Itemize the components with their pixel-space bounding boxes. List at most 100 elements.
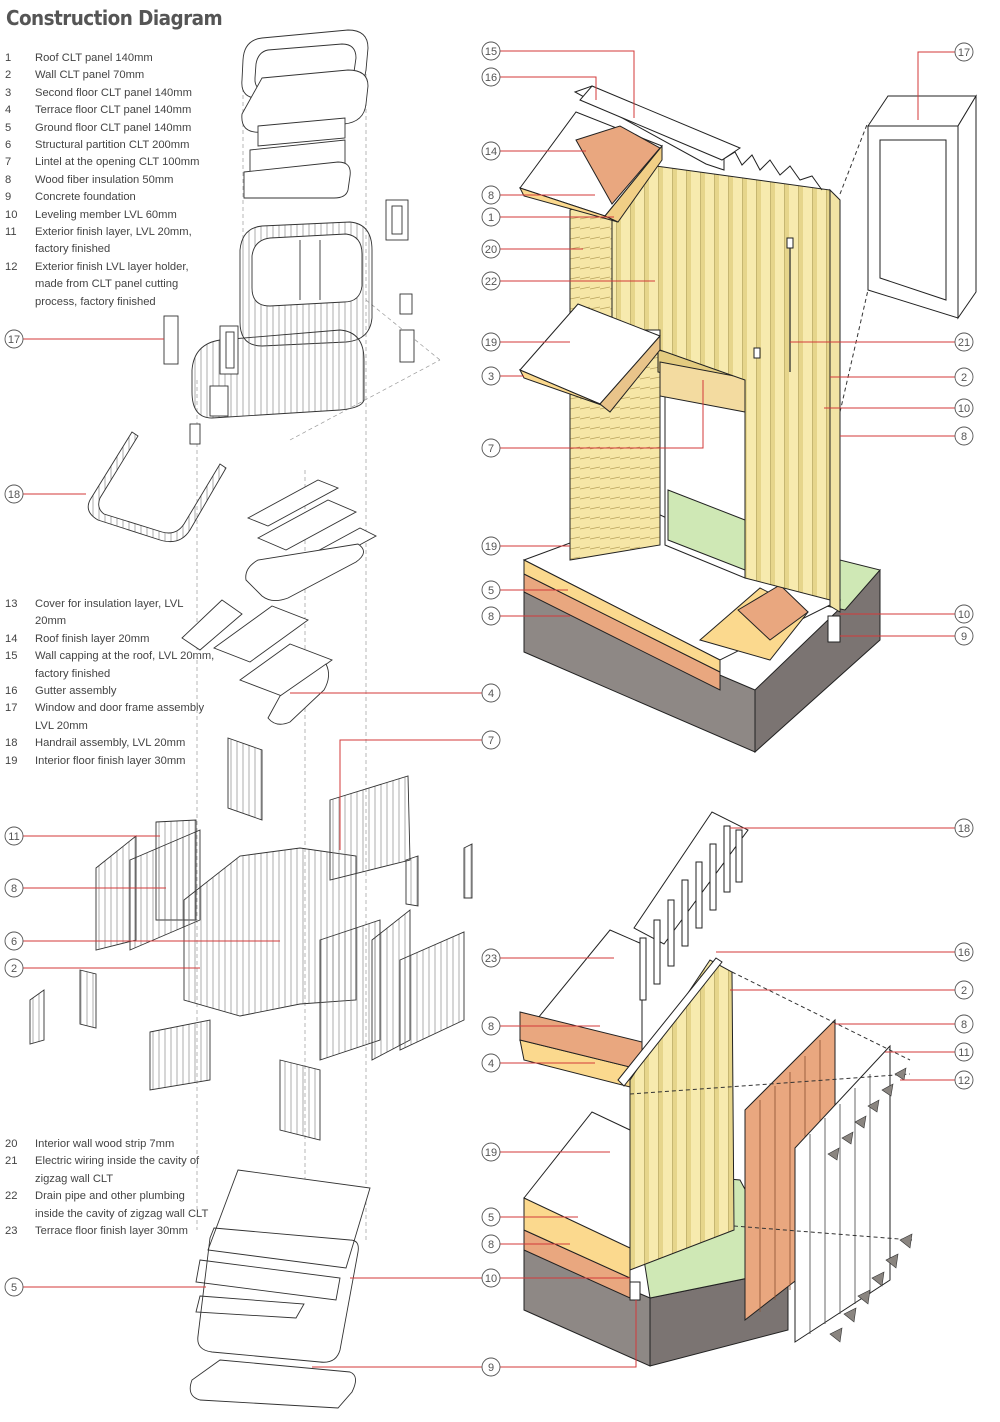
- legend-text: Handrail assembly, LVL 20mm: [35, 737, 186, 750]
- callout-number: 18: [8, 489, 20, 501]
- leader-line: [917, 51, 955, 120]
- callout-number: 10: [958, 403, 970, 415]
- callout-number: 15: [485, 46, 497, 58]
- legend-text: Wall capping at the roof, LVL 20mm, fact…: [35, 650, 215, 680]
- callout-number: 2: [11, 963, 17, 975]
- legend-number: 20: [5, 1138, 18, 1150]
- legend-number: 4: [5, 104, 12, 117]
- legend-number: 7: [5, 156, 12, 169]
- legend-text: Exterior finish LVL layer holder, made f…: [35, 260, 189, 308]
- callout-circle: [954, 818, 974, 838]
- callout-circle: [481, 1207, 501, 1227]
- callout-number: 12: [958, 1075, 970, 1087]
- callout-number: 16: [958, 947, 970, 959]
- legend-item-7: 7 Lintel at the opening CLT 100mm: [5, 154, 215, 171]
- callout-circle: [481, 536, 501, 556]
- callout-8: 8: [835, 1014, 974, 1034]
- callout-4: 4: [481, 1053, 595, 1073]
- callout-8: 8: [481, 1016, 600, 1036]
- legend-text: Second floor CLT panel 140mm: [35, 86, 192, 99]
- legend-text: Window and door frame assembly LVL 20mm: [35, 702, 205, 732]
- callout-number: 23: [485, 953, 497, 965]
- callout-9: 9: [840, 626, 974, 646]
- legend-number: 13: [5, 598, 18, 610]
- callout-circle: [954, 1042, 974, 1062]
- callout-number: 17: [8, 334, 20, 346]
- legend-text: Gutter assembly: [35, 685, 117, 698]
- callout-number: 2: [961, 372, 967, 384]
- callout-4: 4: [290, 683, 501, 703]
- legend-item-20: 20 Interior wall wood strip 7mm: [5, 1136, 215, 1153]
- callout-7: 7: [339, 730, 501, 850]
- callout-number: 11: [8, 831, 19, 843]
- callout-11: 11: [885, 1042, 974, 1062]
- callout-circle: [481, 1142, 501, 1162]
- callout-number: 11: [958, 1047, 969, 1059]
- callout-circle: [481, 67, 501, 87]
- callout-23: 23: [481, 948, 614, 968]
- callout-number: 7: [488, 443, 494, 455]
- detail-section-upper: [518, 85, 977, 754]
- callout-16: 16: [716, 942, 974, 962]
- callout-number: 17: [958, 47, 970, 59]
- legend-number: 15: [5, 650, 18, 663]
- callout-10: 10: [840, 604, 974, 624]
- callout-circle: [954, 398, 974, 418]
- legend-number: 10: [5, 208, 18, 221]
- callout-number: 3: [488, 371, 494, 383]
- callout-circle: [481, 239, 501, 259]
- callout-circle: [481, 1053, 501, 1073]
- callout-number: 8: [961, 1019, 967, 1031]
- callout-circle: [4, 958, 24, 978]
- callout-circle: [954, 42, 974, 62]
- legend-number: 2: [5, 69, 12, 82]
- callout-18: 18: [4, 484, 86, 504]
- legend-text: Cover for insulation layer, LVL 20mm: [35, 598, 183, 628]
- callout-number: 19: [485, 337, 497, 349]
- callout-number: 5: [488, 585, 494, 597]
- legend-text: Interior wall wood strip 7mm: [35, 1138, 175, 1150]
- callout-number: 18: [958, 823, 970, 835]
- legend-text: Lintel at the opening CLT 100mm: [35, 156, 200, 169]
- callout-circle: [4, 484, 24, 504]
- callout-circle: [954, 1014, 974, 1034]
- callout-number: 4: [488, 1058, 494, 1070]
- callout-number: 6: [11, 936, 17, 948]
- callout-22: 22: [481, 271, 655, 291]
- callout-circle: [954, 1070, 974, 1090]
- legend-text: Interior floor finish layer 30mm: [35, 754, 186, 767]
- callout-circle: [481, 1268, 501, 1288]
- callout-16: 16: [481, 67, 597, 100]
- callout-number: 9: [488, 1362, 494, 1374]
- legend-text: Ground floor CLT panel 140mm: [35, 121, 192, 134]
- callout-circle: [481, 1016, 501, 1036]
- legend-item-13: 13 Cover for insulation layer, LVL 20mm: [5, 596, 215, 631]
- callout-circle: [481, 41, 501, 61]
- callout-circle: [481, 332, 501, 352]
- callout-19: 19: [481, 332, 570, 352]
- callout-circle: [954, 626, 974, 646]
- callout-circle: [4, 826, 24, 846]
- callout-number: 10: [485, 1273, 497, 1285]
- legend-number: 3: [5, 86, 12, 99]
- callout-circle: [481, 948, 501, 968]
- callout-11: 11: [4, 826, 160, 846]
- legend-number: 6: [5, 139, 12, 152]
- callout-number: 2: [961, 985, 967, 997]
- callout-circle: [954, 332, 974, 352]
- callout-10: 10: [824, 398, 974, 418]
- callout-circle: [4, 878, 24, 898]
